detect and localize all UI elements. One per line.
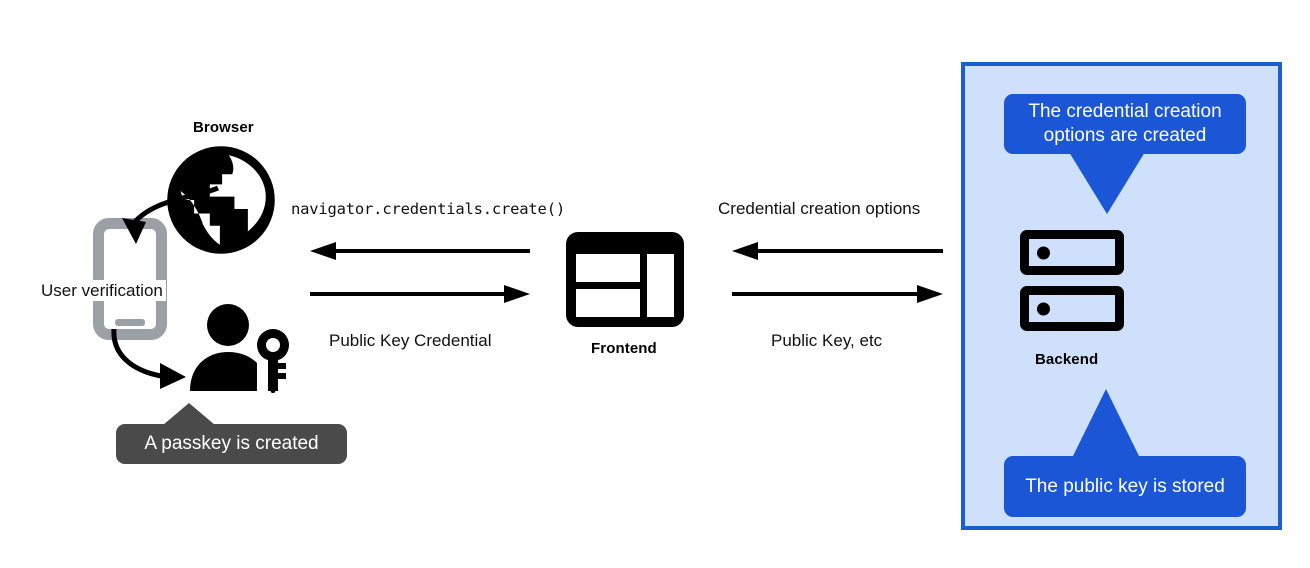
globe-icon	[165, 144, 277, 256]
arrow-left-frontend	[732, 240, 943, 262]
frontend-left-panes	[576, 254, 640, 317]
passkey-callout: A passkey is created	[116, 424, 347, 464]
frontend-pane-bottom	[576, 289, 640, 317]
passkey-callout-text: A passkey is created	[144, 433, 319, 455]
browser-label: Browser	[193, 119, 254, 136]
server-led-top	[1037, 246, 1050, 259]
arrow-shaft	[310, 292, 508, 296]
arrow-left-browser	[310, 240, 530, 262]
arrow-shaft	[754, 249, 943, 253]
backend-label: Backend	[1035, 351, 1099, 368]
arrow-shaft	[732, 292, 921, 296]
phone-speaker	[115, 319, 145, 326]
user-verification-text: User verification	[38, 280, 166, 301]
frontend-pane-right	[647, 254, 674, 317]
arrow-phone-to-user	[111, 328, 186, 389]
message-credential-creation-options: Credential creation options	[718, 199, 921, 218]
arrow-shaft	[332, 249, 530, 253]
frontend-pane-top	[576, 254, 640, 282]
server-led-bottom	[1037, 302, 1050, 315]
passkey-callout-tail	[163, 403, 215, 425]
backend-top-callout-tail	[1069, 152, 1145, 214]
message-navigator-create: navigator.credentials.create()	[291, 200, 565, 218]
backend-bottom-callout-tail	[1073, 389, 1139, 456]
arrowhead-left	[310, 242, 336, 260]
browser-window-icon	[566, 232, 684, 327]
message-public-key-credential: Public Key Credential	[329, 331, 492, 350]
backend-top-callout: The credential creation options are crea…	[1004, 94, 1246, 154]
server-unit-top	[1020, 230, 1124, 275]
arrow-right-frontend	[310, 283, 530, 305]
frontend-label: Frontend	[591, 340, 657, 357]
server-unit-bottom	[1020, 286, 1124, 331]
backend-bottom-callout-text: The public key is stored	[1025, 475, 1225, 497]
backend-bottom-callout: The public key is stored	[1004, 456, 1246, 517]
user-key-icon	[188, 303, 298, 398]
arrow-right-backend	[732, 283, 943, 305]
message-public-key-etc: Public Key, etc	[771, 331, 883, 350]
server-rack-icon	[1020, 230, 1124, 331]
arrow-globe-to-phone	[122, 185, 220, 244]
arrowhead-right	[504, 285, 530, 303]
arrowhead-right	[917, 285, 943, 303]
arrowhead-left	[732, 242, 758, 260]
backend-panel: The credential creation options are crea…	[961, 62, 1282, 530]
backend-top-callout-text: The credential creation options are crea…	[1028, 101, 1222, 146]
user-verification-label: User verification	[38, 280, 166, 301]
